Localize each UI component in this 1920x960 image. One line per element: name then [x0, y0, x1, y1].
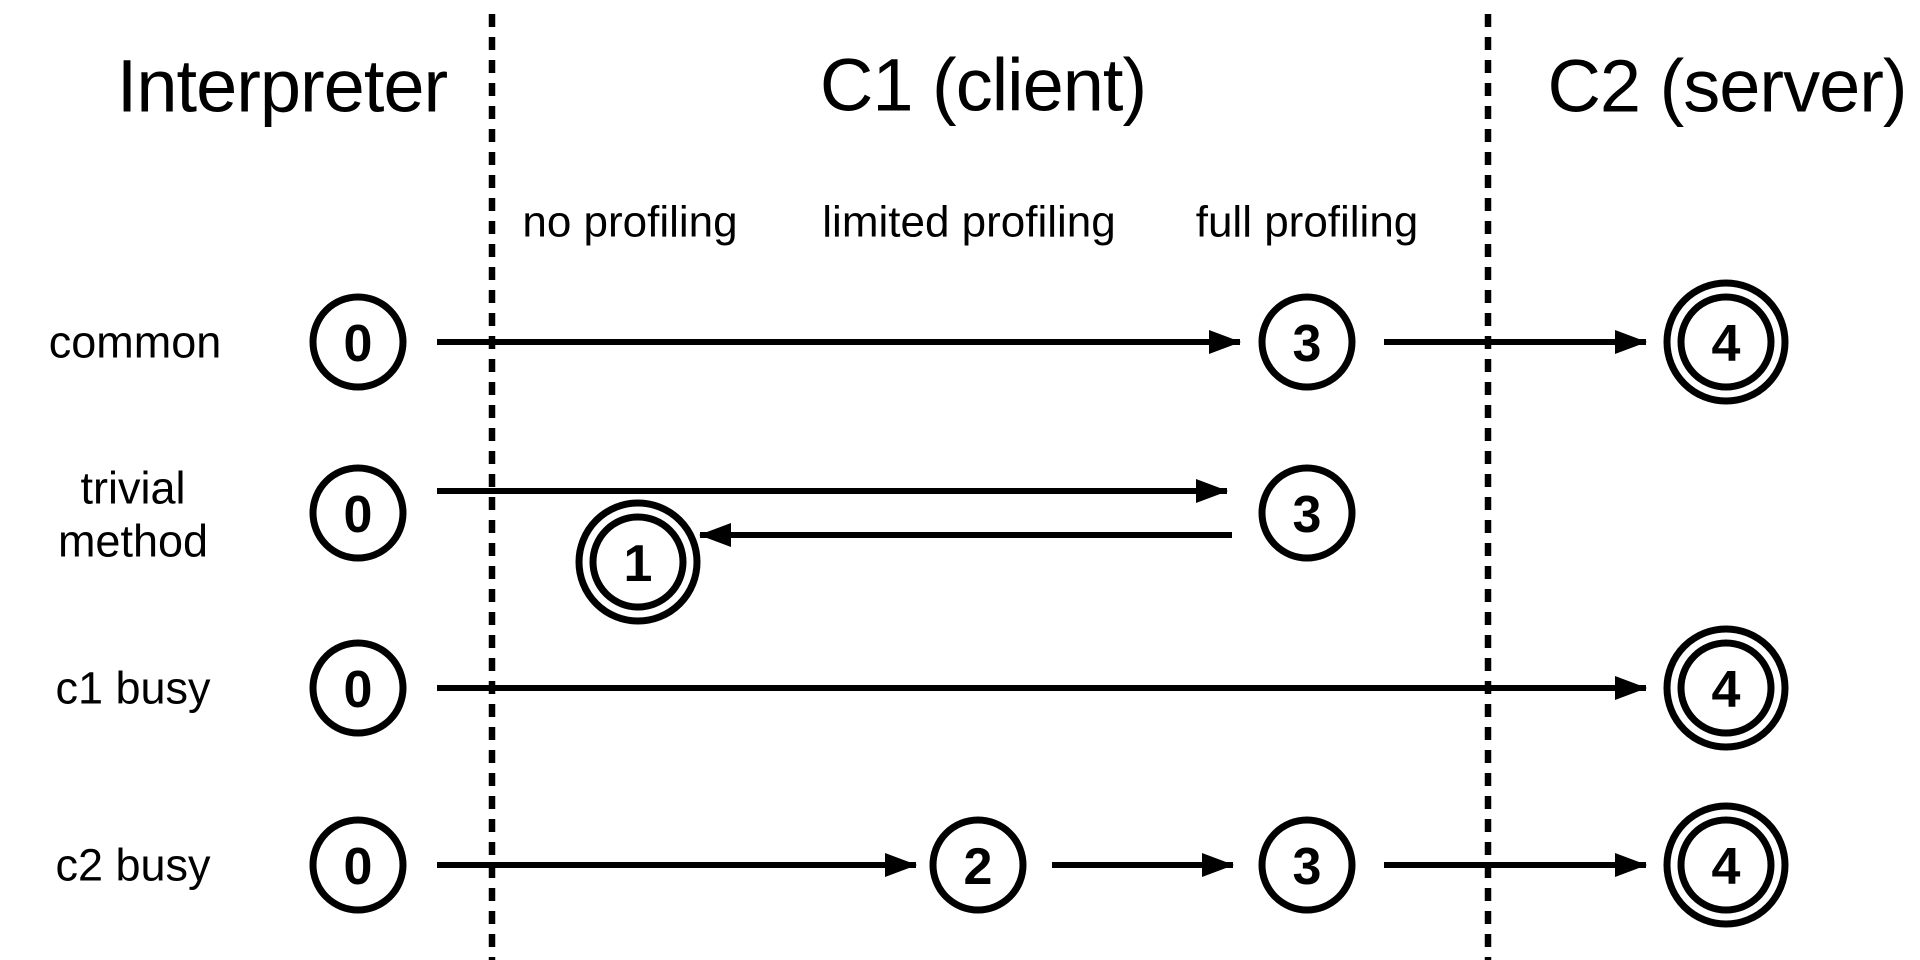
sublabel-limited-profiling: limited profiling — [822, 198, 1115, 247]
sublabel-full-profiling: full profiling — [1196, 198, 1419, 247]
node-c2busy-3-circle — [1258, 816, 1356, 914]
node-common-4-value: 4 — [1712, 315, 1741, 373]
node-trivial-0-value: 0 — [344, 486, 373, 544]
node-trivial-1-inner-circle — [589, 513, 687, 611]
node-c2busy-2-value: 2 — [964, 838, 993, 896]
node-trivial-1-value: 1 — [624, 535, 653, 593]
row-trivial-method: trivial method 0 3 1 — [58, 463, 1356, 625]
node-common-3-value: 3 — [1293, 315, 1322, 373]
row-label-trivial: trivial — [80, 463, 185, 514]
node-common-3-circle — [1258, 293, 1356, 391]
sublabel-no-profiling: no profiling — [522, 198, 737, 247]
node-common-0-circle — [309, 293, 407, 391]
node-c2busy-0-value: 0 — [344, 838, 373, 896]
row-common: common 0 3 4 — [49, 279, 1789, 405]
node-trivial-3-value: 3 — [1293, 486, 1322, 544]
node-c2busy-3-value: 3 — [1293, 838, 1322, 896]
node-c2busy-2-circle — [929, 816, 1027, 914]
row-label-common: common — [49, 317, 222, 368]
row-c2-busy: c2 busy 0 2 3 4 — [55, 802, 1789, 928]
node-c2busy-0-circle — [309, 816, 407, 914]
node-trivial-3-circle — [1258, 464, 1356, 562]
row-c1-busy: c1 busy 0 4 — [55, 625, 1789, 751]
header-interpreter: Interpreter — [117, 45, 448, 128]
node-common-0-value: 0 — [344, 315, 373, 373]
row-label-c2-busy: c2 busy — [55, 840, 211, 891]
node-common-4-inner-circle — [1677, 293, 1775, 391]
node-c1busy-0-value: 0 — [344, 661, 373, 719]
row-label-c1-busy: c1 busy — [55, 663, 211, 714]
node-c2busy-4-inner-circle — [1677, 816, 1775, 914]
node-c2busy-4-value: 4 — [1712, 838, 1741, 896]
header-c2-server: C2 (server) — [1547, 45, 1906, 128]
node-c1busy-4-value: 4 — [1712, 661, 1741, 719]
node-c1busy-0-circle — [309, 639, 407, 737]
node-c1busy-4-inner-circle — [1677, 639, 1775, 737]
header-c1-client: C1 (client) — [820, 44, 1146, 127]
row-label-method: method — [58, 516, 208, 567]
node-trivial-0-circle — [309, 464, 407, 562]
